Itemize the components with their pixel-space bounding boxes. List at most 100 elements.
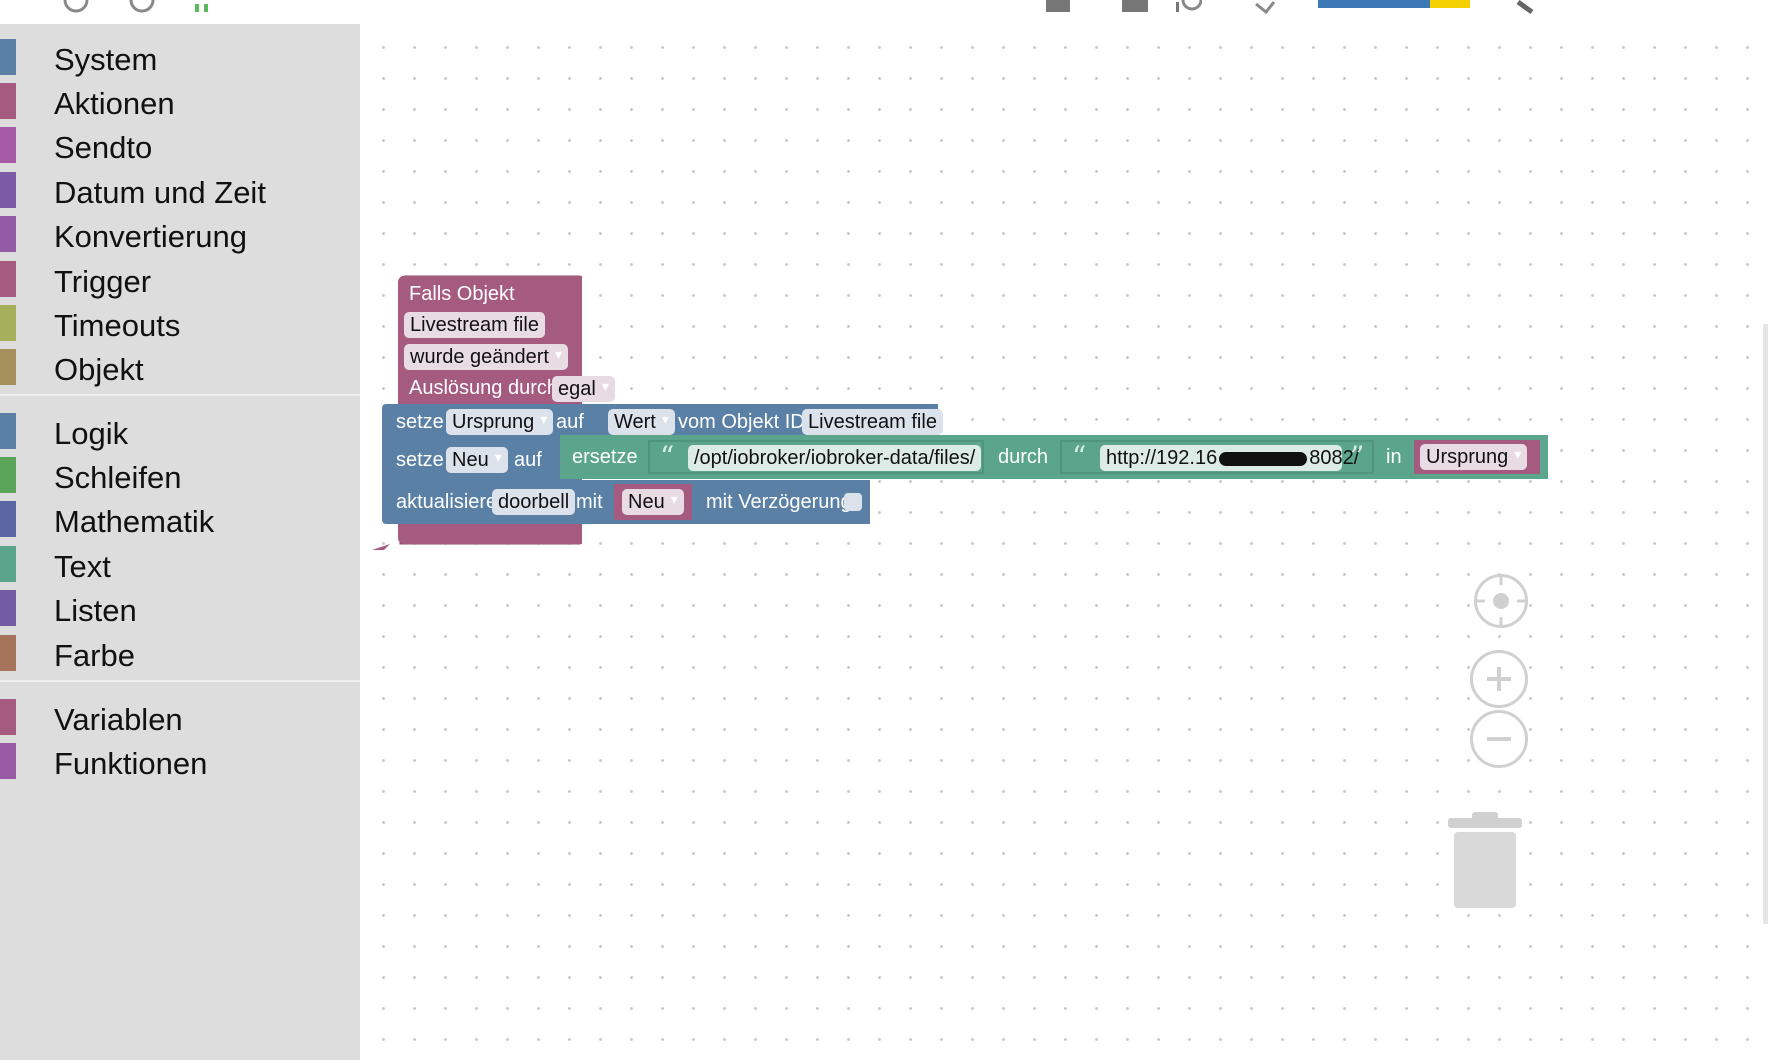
category-label: Konvertierung bbox=[54, 219, 248, 254]
category-label: Variablen bbox=[54, 702, 183, 737]
category-mathematik[interactable]: Mathematik bbox=[0, 496, 360, 540]
category-separator bbox=[0, 680, 360, 682]
set2-label: setze bbox=[396, 449, 444, 471]
set1-to-label: auf bbox=[556, 411, 584, 433]
replace-block[interactable]: ersetze “ /opt/iobroker/iobroker-data/fi… bbox=[560, 435, 1548, 479]
export-icon[interactable] bbox=[1044, 0, 1072, 14]
category-label: Text bbox=[54, 549, 111, 584]
refresh-icon[interactable] bbox=[128, 0, 156, 14]
in-variable-block[interactable]: Ursprung bbox=[1414, 440, 1540, 474]
category-color-swatch bbox=[0, 261, 16, 297]
category-color-swatch bbox=[0, 699, 16, 735]
category-color-swatch bbox=[0, 127, 16, 163]
category-aktionen[interactable]: Aktionen bbox=[0, 78, 360, 122]
category-color-swatch bbox=[0, 546, 16, 582]
wand-icon[interactable] bbox=[1252, 0, 1280, 14]
category-color-swatch bbox=[0, 457, 16, 493]
set-neu-block[interactable]: setze Neu auf bbox=[382, 440, 582, 480]
category-label: Timeouts bbox=[54, 308, 181, 343]
category-variablen[interactable]: Variablen bbox=[0, 694, 360, 738]
trash-icon[interactable] bbox=[1446, 812, 1524, 910]
vertical-scrollbar[interactable] bbox=[1763, 324, 1768, 924]
category-system[interactable]: System bbox=[0, 34, 360, 78]
update-object-field[interactable]: doorbell bbox=[492, 489, 576, 515]
category-color-swatch bbox=[0, 172, 16, 208]
category-color-swatch bbox=[0, 590, 16, 626]
value-field-dropdown[interactable]: Wert bbox=[608, 409, 675, 435]
zoom-out-icon[interactable] bbox=[1470, 710, 1528, 768]
wrench-icon[interactable] bbox=[1510, 0, 1538, 14]
category-label: Aktionen bbox=[54, 86, 175, 121]
category-timeouts[interactable]: Timeouts bbox=[0, 300, 360, 344]
update-variable-block[interactable]: Neu bbox=[614, 484, 692, 520]
category-color-swatch bbox=[0, 501, 16, 537]
update-variable-dropdown[interactable]: Neu bbox=[622, 489, 684, 515]
category-label: Logik bbox=[54, 416, 129, 451]
category-logik[interactable]: Logik bbox=[0, 408, 360, 452]
category-label: Farbe bbox=[54, 638, 135, 673]
category-label: Schleifen bbox=[54, 460, 182, 495]
category-color-swatch bbox=[0, 349, 16, 385]
category-farbe[interactable]: Farbe bbox=[0, 630, 360, 674]
blockly-workspace[interactable]: Falls Objekt Livestream file wurde geänd… bbox=[360, 24, 1768, 1060]
trigger-by-label: Auslösung durch bbox=[409, 377, 558, 399]
open-quote-icon: “ bbox=[660, 440, 675, 473]
search-string-field[interactable]: /opt/iobroker/iobroker-data/files/ bbox=[688, 445, 982, 471]
set2-variable-dropdown[interactable]: Neu bbox=[446, 447, 508, 473]
search-string-block[interactable]: “ /opt/iobroker/iobroker-data/files/ ” bbox=[648, 440, 984, 474]
open-quote-icon: “ bbox=[1072, 440, 1087, 473]
category-schleifen[interactable]: Schleifen bbox=[0, 452, 360, 496]
category-label: Datum und Zeit bbox=[54, 175, 266, 210]
category-label: Trigger bbox=[54, 264, 152, 299]
category-label: Mathematik bbox=[54, 504, 215, 539]
category-trigger[interactable]: Trigger bbox=[0, 256, 360, 300]
debug-icon[interactable] bbox=[1174, 0, 1202, 14]
category-funktionen[interactable]: Funktionen bbox=[0, 738, 360, 782]
close-quote-icon: ” bbox=[962, 440, 977, 473]
of-object-label: vom Objekt ID bbox=[678, 411, 805, 433]
category-label: Listen bbox=[54, 593, 137, 628]
redaction-mark bbox=[1219, 451, 1308, 466]
category-color-swatch bbox=[0, 635, 16, 671]
category-color-swatch bbox=[0, 39, 16, 75]
run-icon[interactable] bbox=[192, 0, 220, 14]
trigger-title: Falls Objekt bbox=[409, 283, 515, 305]
category-label: Objekt bbox=[54, 352, 144, 387]
set1-variable-dropdown[interactable]: Ursprung bbox=[446, 409, 554, 435]
locate-icon[interactable] bbox=[1474, 574, 1528, 628]
delay-label: mit Verzögerung bbox=[706, 491, 852, 513]
zoom-in-icon[interactable] bbox=[1470, 650, 1528, 708]
value-of-object-block[interactable]: Wert vom Objekt ID Livestream file bbox=[598, 404, 943, 440]
category-separator bbox=[0, 394, 360, 396]
category-datum-und-zeit[interactable]: Datum und Zeit bbox=[0, 167, 360, 211]
category-label: Sendto bbox=[54, 130, 153, 165]
gear-icon[interactable] bbox=[62, 0, 90, 14]
value-object-field[interactable]: Livestream file bbox=[802, 409, 943, 435]
category-color-swatch bbox=[0, 305, 16, 341]
in-variable-dropdown[interactable]: Ursprung bbox=[1420, 444, 1528, 470]
import-icon[interactable] bbox=[1120, 0, 1148, 14]
category-listen[interactable]: Listen bbox=[0, 585, 360, 629]
delay-checkbox[interactable] bbox=[844, 493, 862, 511]
category-text[interactable]: Text bbox=[0, 541, 360, 585]
category-label: System bbox=[54, 42, 158, 77]
category-color-swatch bbox=[0, 743, 16, 779]
with-label: durch bbox=[998, 446, 1049, 468]
category-konvertierung[interactable]: Konvertierung bbox=[0, 211, 360, 255]
category-color-swatch bbox=[0, 216, 16, 252]
trigger-object-field[interactable]: Livestream file bbox=[404, 312, 545, 338]
update-with-label: mit bbox=[576, 491, 603, 513]
trigger-condition-dropdown[interactable]: wurde geändert bbox=[404, 344, 569, 370]
category-sendto[interactable]: Sendto bbox=[0, 122, 360, 166]
update-block[interactable]: aktualisiere doorbell mit Neu mit Verzög… bbox=[382, 480, 870, 524]
trigger-by-dropdown[interactable]: egal bbox=[552, 376, 615, 402]
set1-label: setze bbox=[396, 411, 444, 433]
toolbar bbox=[0, 0, 1768, 25]
in-label: in bbox=[1386, 446, 1402, 468]
category-objekt[interactable]: Objekt bbox=[0, 344, 360, 388]
set2-to-label: auf bbox=[514, 449, 542, 471]
set-ursprung-block[interactable]: setze Ursprung auf bbox=[382, 404, 604, 440]
